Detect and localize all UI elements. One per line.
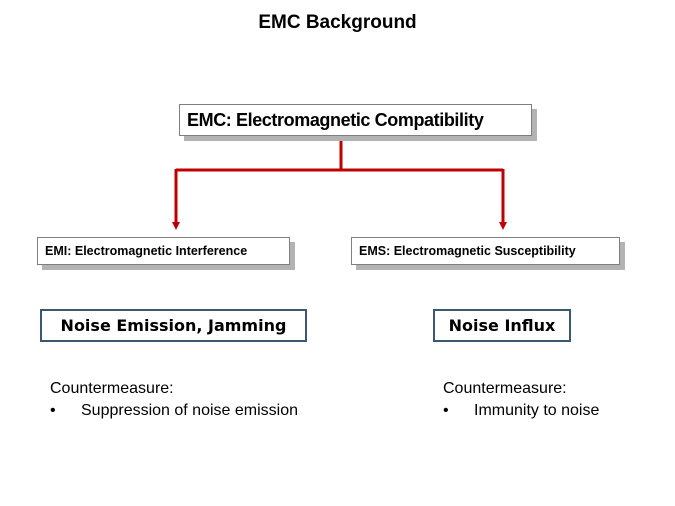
emc-root-label: EMC: Electromagnetic Compatibility <box>187 109 484 130</box>
connector-lines <box>172 136 507 230</box>
noise-influx-label: Noise Influx <box>448 316 556 335</box>
bullet-icon: • <box>443 402 449 419</box>
ems-countermeasure: Countermeasure: • Immunity to noise <box>443 378 599 422</box>
noise-emission-callout: Noise Emission, Jamming <box>40 309 307 342</box>
bullet-icon: • <box>50 402 56 419</box>
countermeasure-item-text: Immunity to noise <box>474 402 600 419</box>
page-title: EMC Background <box>258 12 417 33</box>
emc-root-box: EMC: Electromagnetic Compatibility <box>179 104 532 136</box>
emi-label: EMI: Electromagnetic Interference <box>45 244 248 258</box>
countermeasure-item: • Suppression of noise emission <box>50 400 298 422</box>
countermeasure-heading: Countermeasure: <box>443 380 567 397</box>
ems-label: EMS: Electromagnetic Susceptibility <box>359 244 576 258</box>
emi-countermeasure: Countermeasure: • Suppression of noise e… <box>50 378 298 422</box>
countermeasure-item-text: Suppression of noise emission <box>81 402 299 419</box>
noise-influx-callout: Noise Influx <box>433 309 571 342</box>
noise-emission-label: Noise Emission, Jamming <box>60 316 287 335</box>
emi-box: EMI: Electromagnetic Interference <box>37 237 290 265</box>
countermeasure-item: • Immunity to noise <box>443 400 599 422</box>
countermeasure-heading: Countermeasure: <box>50 380 174 397</box>
ems-box: EMS: Electromagnetic Susceptibility <box>351 237 620 265</box>
